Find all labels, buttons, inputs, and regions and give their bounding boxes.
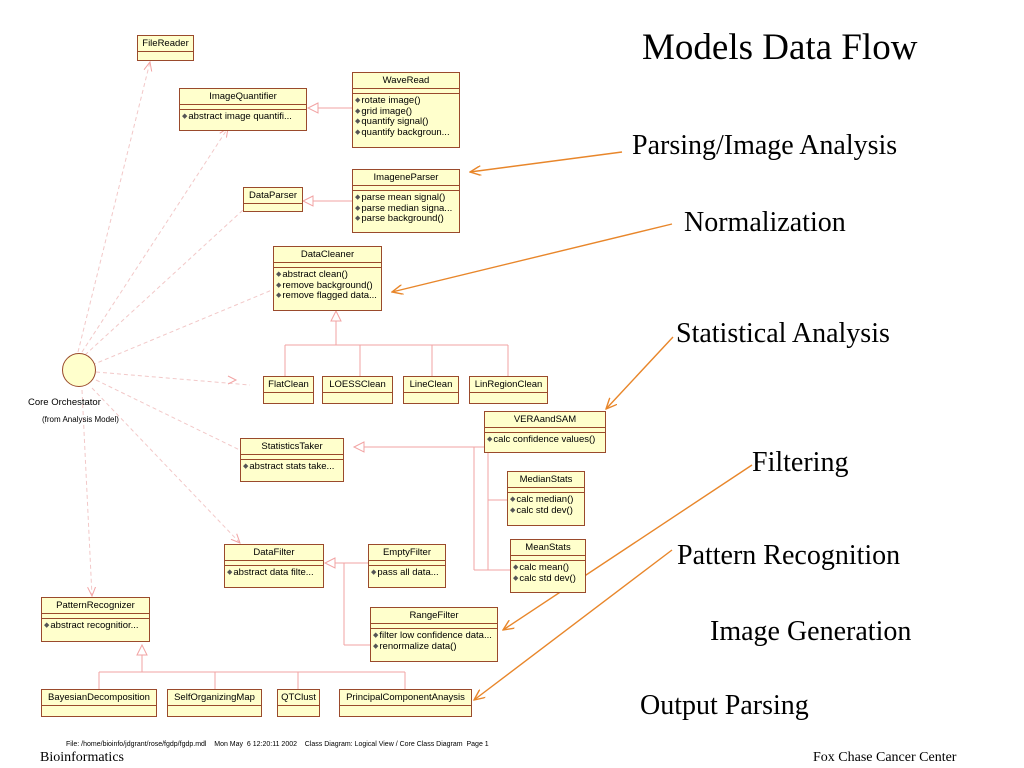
class-name: ImageQuantifier (180, 89, 306, 105)
class-rangefilter: RangeFilter filter low confidence data..… (370, 607, 498, 662)
attribute-compartment (485, 428, 605, 433)
class-patternrecognizer: PatternRecognizer abstract recognitior..… (41, 597, 150, 642)
class-name: EmptyFilter (369, 545, 445, 561)
class-qtclust: QTClust (277, 689, 320, 717)
operation: abstract data filte... (227, 568, 321, 579)
class-name: DataCleaner (274, 247, 381, 263)
class-datafilter: DataFilter abstract data filte... (224, 544, 324, 588)
class-bayesiandecomposition: BayesianDecomposition (41, 689, 157, 717)
footer-right: Fox Chase Cancer Center (813, 750, 957, 765)
class-name: WaveRead (353, 73, 459, 89)
label-filtering: Filtering (752, 447, 849, 478)
class-name: SelfOrganizingMap (168, 690, 261, 706)
operation: parse background() (355, 214, 457, 225)
class-name: MedianStats (508, 472, 584, 488)
attribute-compartment (353, 89, 459, 94)
class-name: StatisticsTaker (241, 439, 343, 455)
operation: abstract image quantifi... (182, 112, 304, 123)
dependency-arrowhead-flatclean (227, 375, 238, 385)
annotation-arrows (392, 151, 753, 700)
class-name: PrincipalComponentAnaysis (340, 690, 471, 706)
attribute-compartment (353, 186, 459, 191)
class-dataparser: DataParser (243, 187, 303, 212)
class-name: PatternRecognizer (42, 598, 149, 614)
class-filereader: FileReader (137, 35, 194, 61)
label-pattern-recognition: Pattern Recognition (677, 540, 901, 571)
operation: calc median() (510, 495, 582, 506)
class-imagequantifier: ImageQuantifier abstract image quantifi.… (179, 88, 307, 131)
class-name: FileReader (138, 36, 193, 52)
class-name: QTClust (278, 690, 319, 706)
class-statisticstaker: StatisticsTaker abstract stats take... (240, 438, 344, 482)
class-emptyfilter: EmptyFilter pass all data... (368, 544, 446, 588)
attribute-compartment (511, 556, 585, 561)
class-linregionclean: LinRegionClean (469, 376, 548, 404)
operation: calc std dev() (510, 506, 582, 517)
operation: abstract recognitior... (44, 621, 147, 632)
class-name: FlatClean (264, 377, 313, 393)
operation: quantify signal() (355, 117, 457, 128)
label-image-generation: Image Generation (710, 616, 912, 647)
class-name: LOESSClean (323, 377, 392, 393)
operation: rotate image() (355, 96, 457, 107)
operation: pass all data... (371, 568, 443, 579)
actor-origin: (from Analysis Model) (42, 415, 119, 424)
operation: parse mean signal() (355, 193, 457, 204)
attribute-compartment (225, 561, 323, 566)
label-statistical-analysis: Statistical Analysis (676, 318, 890, 349)
class-flatclean: FlatClean (263, 376, 314, 404)
file-info-line: File: /home/bioinfo/jdgrant/rose/fgdp/fg… (66, 741, 489, 748)
class-medianstats: MedianStats calc median() calc std dev() (507, 471, 585, 526)
class-waveread: WaveRead rotate image() grid image() qua… (352, 72, 460, 148)
footer-left: Bioinformatics (40, 750, 124, 765)
label-parsing-image-analysis: Parsing/Image Analysis (632, 130, 898, 161)
dependency-lines (77, 62, 273, 596)
operation: grid image() (355, 107, 457, 118)
class-veraandsam: VERAandSAM calc confidence values() (484, 411, 606, 453)
attribute-compartment (369, 561, 445, 566)
actor-name: Core Orchestator (28, 397, 101, 408)
class-name: RangeFilter (371, 608, 497, 624)
class-selforganizingmap: SelfOrganizingMap (167, 689, 262, 717)
attribute-compartment (274, 263, 381, 268)
class-loessclean: LOESSClean (322, 376, 393, 404)
class-name: LineClean (404, 377, 458, 393)
class-name: DataFilter (225, 545, 323, 561)
class-name: LinRegionClean (470, 377, 547, 393)
operation: abstract clean() (276, 270, 379, 281)
attribute-compartment (180, 105, 306, 110)
class-imageneparser: ImageneParser parse mean signal() parse … (352, 169, 460, 233)
core-orchestator-actor (62, 353, 96, 387)
class-name: DataParser (244, 188, 302, 204)
class-name: ImageneParser (353, 170, 459, 186)
operation: calc mean() (513, 563, 583, 574)
operation: abstract stats take... (243, 462, 341, 473)
class-meanstats: MeanStats calc mean() calc std dev() (510, 539, 586, 593)
class-name: VERAandSAM (485, 412, 605, 428)
generalization-lines (98, 102, 510, 689)
slide-title: Models Data Flow (642, 27, 918, 68)
class-principalcomponentanaysis: PrincipalComponentAnaysis (339, 689, 472, 717)
operation: calc confidence values() (487, 435, 603, 446)
operation: calc std dev() (513, 574, 583, 585)
class-name: BayesianDecomposition (42, 690, 156, 706)
class-datacleaner: DataCleaner abstract clean() remove back… (273, 246, 382, 311)
operation: remove background() (276, 281, 379, 292)
attribute-compartment (42, 614, 149, 619)
class-name: MeanStats (511, 540, 585, 556)
label-output-parsing: Output Parsing (640, 690, 809, 721)
operation: quantify backgroun... (355, 128, 457, 139)
attribute-compartment (508, 488, 584, 493)
attribute-compartment (241, 455, 343, 460)
operation: parse median signa... (355, 204, 457, 215)
operation: filter low confidence data... (373, 631, 495, 642)
operation: renormalize data() (373, 642, 495, 653)
class-lineclean: LineClean (403, 376, 459, 404)
attribute-compartment (371, 624, 497, 629)
operation: remove flagged data... (276, 291, 379, 302)
label-normalization: Normalization (684, 207, 846, 238)
